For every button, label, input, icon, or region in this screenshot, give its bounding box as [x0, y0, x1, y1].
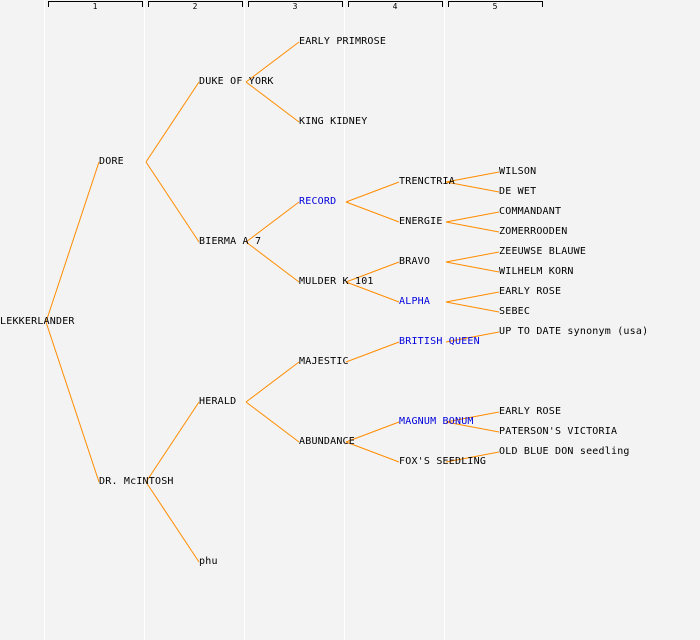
tree-edge — [245, 241, 300, 283]
generation-bracket — [348, 1, 443, 7]
tree-node: LEKKERLANDER — [0, 316, 75, 327]
tree-edge — [345, 281, 400, 303]
tree-edge — [45, 161, 100, 323]
tree-node: DR. McINTOSH — [99, 476, 174, 487]
tree-edge — [145, 481, 200, 563]
generation-number: 4 — [392, 2, 398, 11]
tree-node: OLD BLUE DON seedling — [499, 446, 630, 457]
tree-edge — [445, 181, 500, 193]
tree-edge — [145, 161, 200, 243]
tree-node: MAJESTIC — [299, 356, 349, 367]
tree-edge — [245, 401, 300, 443]
tree-edge — [445, 411, 500, 423]
tree-node: EARLY ROSE — [499, 286, 562, 297]
tree-node: ZOMERROODEN — [499, 226, 568, 237]
tree-edge — [45, 321, 100, 483]
tree-node: phu — [199, 556, 218, 567]
tree-edge — [445, 261, 500, 273]
tree-edge — [245, 361, 300, 403]
tree-node: DE WET — [499, 186, 537, 197]
tree-node: EARLY PRIMROSE — [299, 36, 387, 47]
tree-edge — [245, 41, 300, 83]
generation-number: 2 — [192, 2, 198, 11]
generation-bracket — [448, 1, 543, 7]
tree-node-linked[interactable]: BRITISH QUEEN — [399, 336, 480, 347]
tree-edge — [445, 451, 500, 463]
tree-node: ABUNDANCE — [299, 436, 355, 447]
tree-edge — [445, 251, 500, 263]
tree-node: HERALD — [199, 396, 237, 407]
tree-node: FOX'S SEEDLING — [399, 456, 487, 467]
column-divider — [244, 0, 245, 640]
tree-node: EARLY ROSE — [499, 406, 562, 417]
tree-node: SEBEC — [499, 306, 531, 317]
tree-node: WILHELM KORN — [499, 266, 574, 277]
tree-edge — [345, 341, 400, 363]
tree-edge — [145, 401, 200, 483]
tree-node: TRENCTRIA — [399, 176, 455, 187]
tree-node: ENERGIE — [399, 216, 443, 227]
generation-number: 3 — [292, 2, 298, 11]
tree-edge — [445, 301, 500, 313]
tree-edge — [445, 291, 500, 303]
tree-node: BIERMA A 7 — [199, 236, 262, 247]
tree-edge — [345, 201, 400, 223]
generation-number: 5 — [492, 2, 498, 11]
tree-node: DORE — [99, 156, 124, 167]
tree-edge — [345, 441, 400, 463]
column-divider — [344, 0, 345, 640]
tree-node: WILSON — [499, 166, 537, 177]
generation-bracket — [48, 1, 143, 7]
tree-edge — [345, 421, 400, 443]
tree-node: COMMANDANT — [499, 206, 562, 217]
tree-node: KING KIDNEY — [299, 116, 368, 127]
tree-node-linked[interactable]: RECORD — [299, 196, 337, 207]
generation-bracket — [148, 1, 243, 7]
tree-edge — [145, 81, 200, 163]
tree-node: UP TO DATE synonym (usa) — [499, 326, 649, 337]
tree-node-linked[interactable]: ALPHA — [399, 296, 431, 307]
tree-edge — [445, 421, 500, 433]
column-divider — [44, 0, 45, 640]
tree-node: PATERSON'S VICTORIA — [499, 426, 618, 437]
tree-edge — [245, 81, 300, 123]
tree-edge — [345, 181, 400, 203]
tree-edge — [445, 221, 500, 233]
tree-edge — [345, 261, 400, 283]
generation-bracket — [248, 1, 343, 7]
tree-edge — [445, 211, 500, 223]
column-divider — [444, 0, 445, 640]
column-divider — [144, 0, 145, 640]
tree-node: BRAVO — [399, 256, 431, 267]
generation-number: 1 — [92, 2, 98, 11]
tree-edge — [245, 201, 300, 243]
tree-edge — [445, 171, 500, 183]
tree-node-linked[interactable]: MAGNUM BONUM — [399, 416, 474, 427]
tree-node: ZEEUWSE BLAUWE — [499, 246, 587, 257]
tree-edge — [445, 331, 500, 343]
tree-node: MULDER K 101 — [299, 276, 374, 287]
tree-node: DUKE OF YORK — [199, 76, 274, 87]
